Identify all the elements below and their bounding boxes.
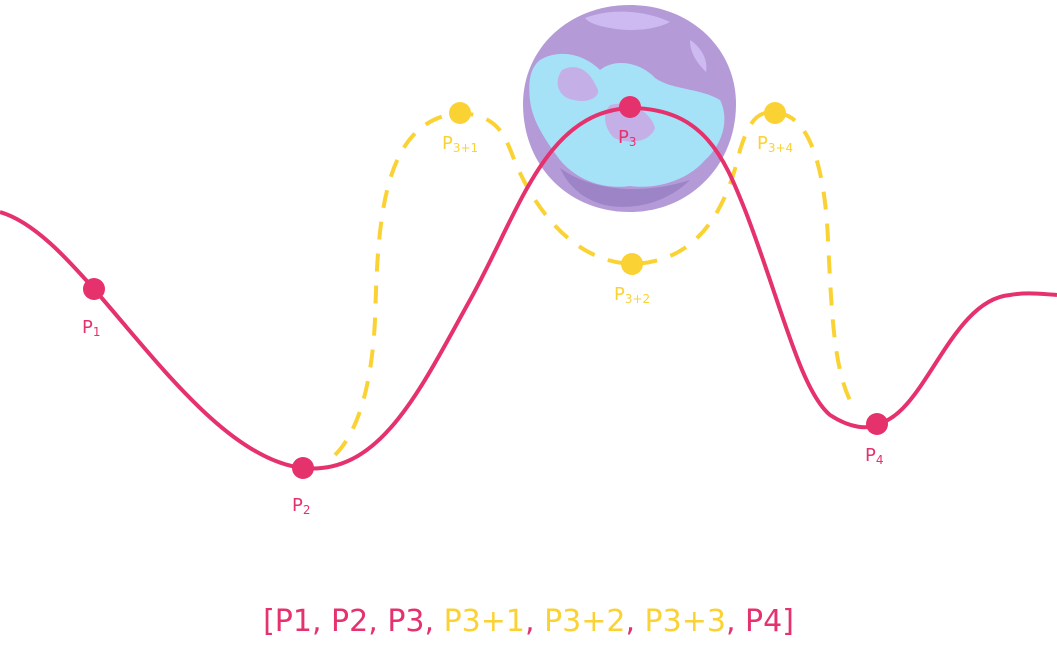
point-p4-label-base: P — [865, 445, 876, 466]
point-p3-plus-1-label-base: P — [442, 133, 453, 154]
point-p1-label-sub: 1 — [93, 325, 101, 339]
point-p3-plus-2-marker — [621, 253, 643, 275]
point-p3-label-sub: 3 — [629, 135, 637, 149]
point-p3-plus-1-marker — [449, 102, 471, 124]
point-p3-plus-4-label-base: P — [757, 133, 768, 154]
caption-item-p3-plus-2: P3+2 — [544, 604, 626, 639]
route-sequence-caption: [P1, P2, P3, P3+1, P3+2, P3+3, P4] — [0, 604, 1057, 639]
alternate-route-path — [333, 110, 857, 457]
point-p3-plus-2: P3+2 — [614, 253, 650, 306]
point-p1-marker — [83, 278, 105, 300]
caption-separator: , — [625, 604, 645, 639]
caption-separator: , — [368, 604, 388, 639]
point-p3-plus-2-label: P3+2 — [614, 284, 650, 306]
point-p3-plus-4: P3+4 — [757, 102, 793, 155]
point-p3-plus-2-label-sub: 3+2 — [625, 292, 650, 306]
caption-separator: , — [725, 604, 746, 639]
point-p4-label: P4 — [865, 445, 884, 467]
point-p3-plus-4-label-sub: 3+4 — [768, 141, 793, 155]
point-p4: P4 — [865, 413, 888, 467]
point-p3-plus-4-label: P3+4 — [757, 133, 793, 155]
point-p2-label-sub: 2 — [303, 503, 311, 517]
caption-item-p3: P3 — [387, 604, 425, 639]
point-p1-label: P1 — [82, 317, 101, 339]
point-p3-plus-1-label: P3+1 — [442, 133, 478, 155]
point-p2-label-base: P — [292, 495, 303, 516]
caption-item-p1: P1 — [274, 604, 312, 639]
point-p3-label: P3 — [618, 127, 637, 149]
point-p2: P2 — [292, 457, 314, 517]
point-p3-label-base: P — [618, 127, 629, 148]
point-p3-plus-1: P3+1 — [442, 102, 478, 155]
point-p4-label-sub: 4 — [876, 453, 884, 467]
point-p3-plus-4-marker — [764, 102, 786, 124]
point-p1: P1 — [82, 278, 105, 339]
caption-item-p3-plus-3: P3+3 — [644, 604, 726, 639]
caption-open-bracket: [ — [263, 604, 275, 639]
point-p4-marker — [866, 413, 888, 435]
caption-item-p4: P4 — [745, 604, 783, 639]
caption-item-p2: P2 — [331, 604, 369, 639]
main-route-path — [0, 105, 1057, 471]
point-p1-label-base: P — [82, 317, 93, 338]
caption-separator: , — [524, 604, 545, 639]
caption-close-bracket: ] — [782, 604, 794, 639]
point-p3-marker — [619, 96, 641, 118]
point-p3: P3 — [618, 96, 641, 149]
caption-item-p3-plus-1: P3+1 — [443, 604, 525, 639]
point-p2-marker — [292, 457, 314, 479]
point-p3-plus-1-label-sub: 3+1 — [453, 141, 478, 155]
caption-separator: , — [311, 604, 332, 639]
point-p2-label: P2 — [292, 495, 311, 517]
point-p3-plus-2-label-base: P — [614, 284, 625, 305]
caption-separator: , — [424, 604, 444, 639]
